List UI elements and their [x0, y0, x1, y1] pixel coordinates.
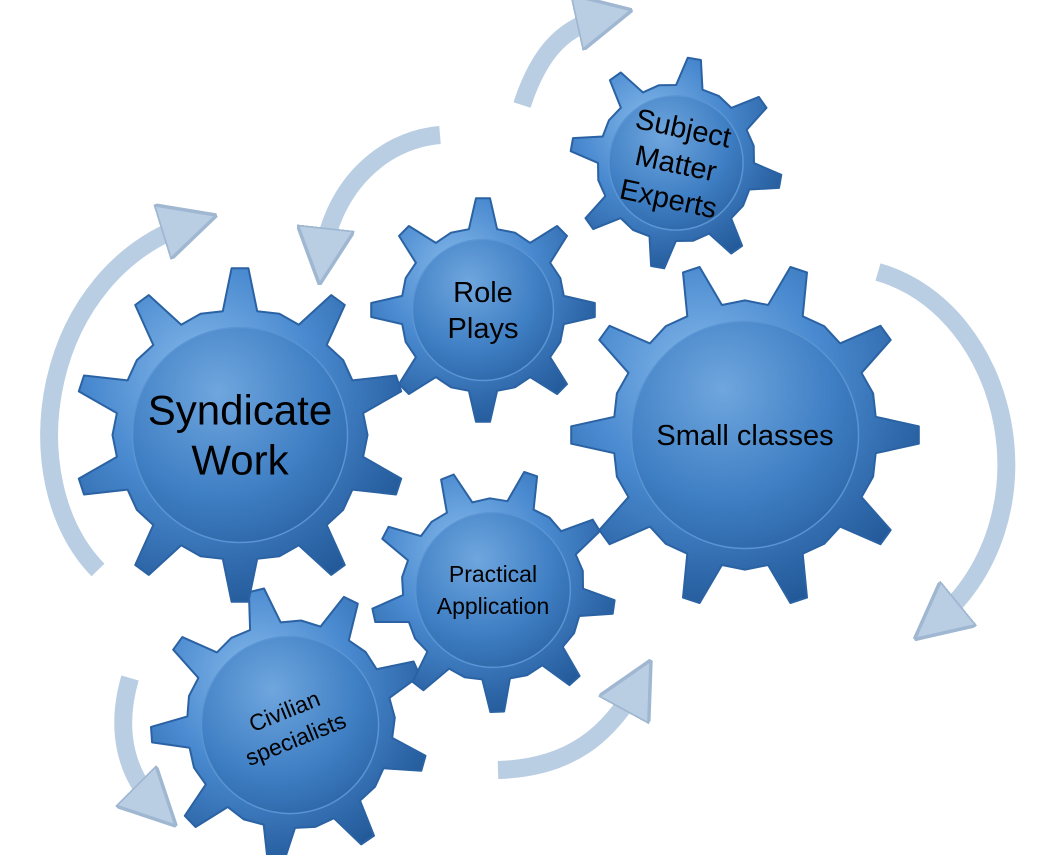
gear-subject-matter-experts: SubjectMatterExperts: [569, 56, 783, 270]
arrow-left-syndicate: [40, 222, 195, 577]
gear-label: Small classes: [656, 420, 833, 452]
gear-hub: [131, 326, 349, 544]
arrow-top-to-experts: [513, 15, 610, 108]
arrow-bottom-left: [114, 675, 160, 810]
gear-label-line: Work: [191, 437, 289, 484]
gear-label-line: Practical: [449, 561, 537, 587]
gear-hub: [414, 511, 572, 669]
arrow-bottom-to-small-classes: [497, 680, 640, 779]
gear-label-line: Role: [453, 277, 513, 309]
gear-civilian-specialists: Civilianspecialists: [150, 587, 427, 855]
gear-label: SubjectMatterExperts: [617, 103, 735, 225]
gear-small-classes: Small classes: [570, 266, 920, 604]
gear-label-line: Application: [437, 593, 550, 619]
gear-hub: [411, 238, 555, 382]
arrow-roleplays-to-syndicate: [322, 126, 442, 262]
gear-label-line: Syndicate: [148, 387, 332, 434]
gear-label-line: Plays: [448, 313, 519, 345]
gear-hub: [630, 320, 860, 550]
gear-hub: [200, 635, 380, 815]
arrows-layer: [40, 15, 1016, 810]
arrow-right-small-classes: [875, 263, 1016, 625]
gear-label-line: Small classes: [656, 420, 833, 452]
gear-hub: [608, 95, 744, 231]
